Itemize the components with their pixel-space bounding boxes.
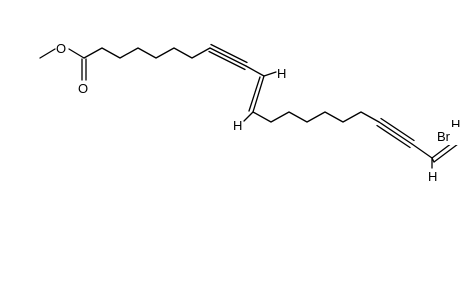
- bromine-label: Br: [437, 129, 451, 144]
- bond-to-alkene-1: [245, 65, 265, 77]
- bond-h1: [263, 71, 277, 77]
- cis-double-bond: [248, 75, 265, 113]
- carbonyl-oxygen-label: O: [78, 81, 88, 96]
- alkene-hydrogen-4: H: [451, 117, 460, 132]
- bond-to-alkene-2: [411, 143, 433, 159]
- triple-bond-1: [208, 43, 248, 71]
- alkene-hydrogen-2: H: [233, 118, 242, 133]
- methyl-ester-group: O O: [39, 41, 88, 96]
- methoxy-oxygen-label: O: [56, 41, 66, 56]
- triple-bond-2: [376, 117, 415, 149]
- bond-h2: [243, 111, 254, 122]
- alkene-hydrogen-3: H: [428, 169, 437, 184]
- alkyl-chain-2: [252, 111, 380, 123]
- bond-o-carbonyl: [68, 48, 85, 59]
- alkene-hydrogen-1: H: [277, 66, 286, 81]
- alkyl-chain-1: [83, 47, 211, 59]
- bond-methyl-o: [39, 48, 56, 59]
